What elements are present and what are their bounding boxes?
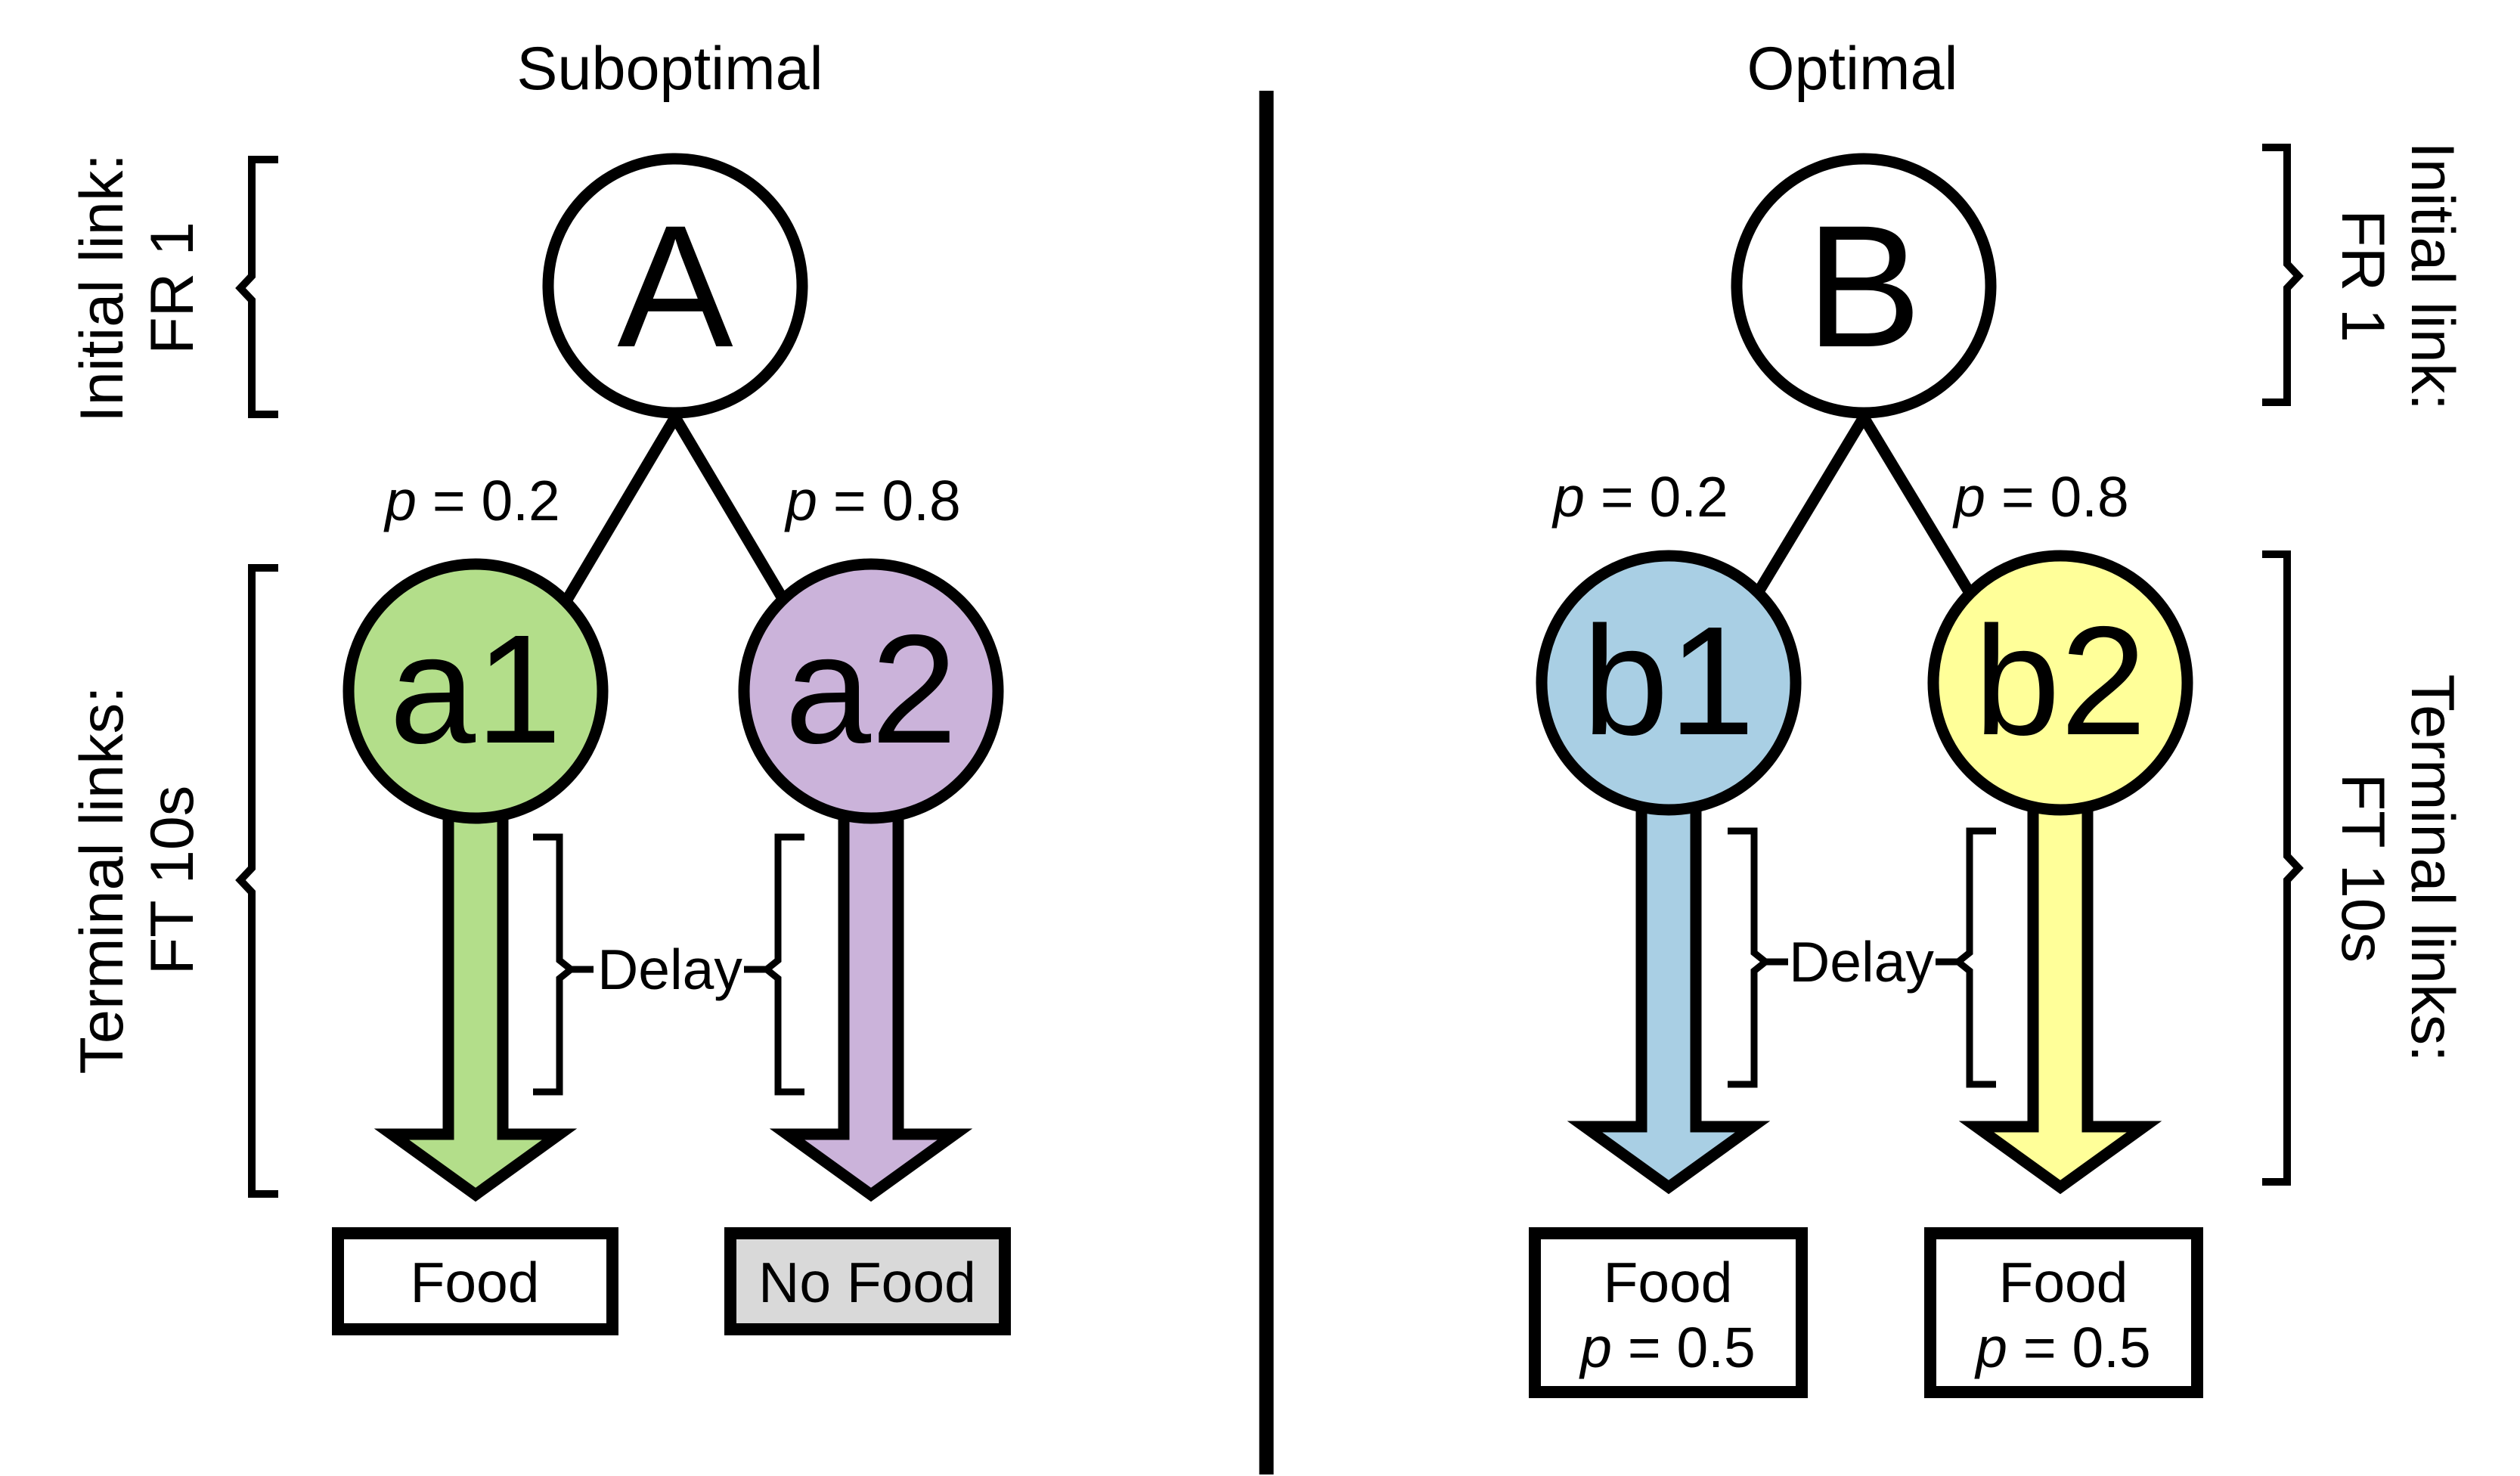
- down-arrow-icon-a1: [374, 788, 578, 1202]
- prob-a2: p = 0.8: [784, 469, 960, 532]
- outcome-food-left-label: Food: [411, 1251, 540, 1314]
- left-initial-label-line2: FR 1: [138, 222, 206, 355]
- down-arrow-icon-b1: [1567, 780, 1771, 1195]
- outcome-box-food-left: [332, 1227, 618, 1335]
- node-A: [542, 153, 808, 419]
- node-B: [1731, 153, 1997, 419]
- left-terminal-brace: [235, 564, 278, 1198]
- node-B-label: B: [1806, 189, 1921, 383]
- delay-bracket-left-a1: [533, 833, 577, 1096]
- outcome-box-food-b1: [1529, 1227, 1808, 1398]
- right-terminal-label-line1: Terminal links:: [2398, 674, 2466, 1062]
- prob-b1: p = 0.2: [1551, 465, 1728, 529]
- outcome-food-b2-line1: Food: [1999, 1251, 2128, 1314]
- branch-B-b1: [1753, 414, 1869, 596]
- prob-b2: p = 0.8: [1952, 465, 2128, 529]
- prob-a1: p = 0.2: [383, 469, 559, 532]
- node-a1: [343, 558, 609, 824]
- node-b2-label: b2: [1974, 594, 2146, 767]
- outcome-food-b1-line1: Food: [1604, 1251, 1733, 1314]
- node-A-label: A: [617, 189, 733, 383]
- node-a2: [738, 558, 1004, 824]
- left-terminal-label-line2: FT 10s: [138, 786, 206, 975]
- node-b1-label: b1: [1582, 594, 1755, 767]
- right-initial-brace: [2262, 144, 2304, 406]
- right-initial-label-line1: Initial link:: [2398, 141, 2466, 411]
- branch-B-b2: [1858, 414, 1975, 596]
- delay-label-right: Delay: [1789, 930, 1934, 994]
- node-b1: [1536, 550, 1802, 816]
- node-b2: [1927, 550, 2193, 816]
- branch-A-a2: [670, 414, 789, 603]
- outcome-food-b1-line2: p = 0.5: [1579, 1316, 1755, 1379]
- outcome-box-no-food: [724, 1227, 1011, 1335]
- delay-bracket-right-b2: [1952, 827, 1996, 1088]
- left-initial-brace: [235, 156, 278, 418]
- title-suboptimal: Suboptimal: [516, 35, 823, 103]
- right-terminal-label-line2: FT 10s: [2329, 774, 2397, 963]
- delay-bracket-left-a2: [761, 833, 804, 1096]
- delay-label-left: Delay: [597, 938, 742, 1001]
- right-initial-label-line2: FR 1: [2329, 209, 2397, 343]
- left-initial-label-line1: Initial link:: [68, 153, 136, 423]
- node-a1-label: a1: [389, 603, 562, 776]
- down-arrow-icon-b2: [1958, 780, 2162, 1195]
- down-arrow-icon-a2: [769, 788, 973, 1202]
- outcome-food-b2-line2: p = 0.5: [1974, 1316, 2150, 1379]
- title-optimal: Optimal: [1747, 35, 1957, 103]
- branch-A-a1: [562, 414, 680, 603]
- left-terminal-label-line1: Terminal links:: [68, 686, 136, 1074]
- delay-bracket-right-b1: [1728, 827, 1771, 1088]
- outcome-no-food-label: No Food: [758, 1251, 976, 1314]
- node-a2-label: a2: [785, 603, 957, 776]
- right-terminal-brace: [2262, 550, 2304, 1186]
- outcome-box-food-b2: [1924, 1227, 2203, 1398]
